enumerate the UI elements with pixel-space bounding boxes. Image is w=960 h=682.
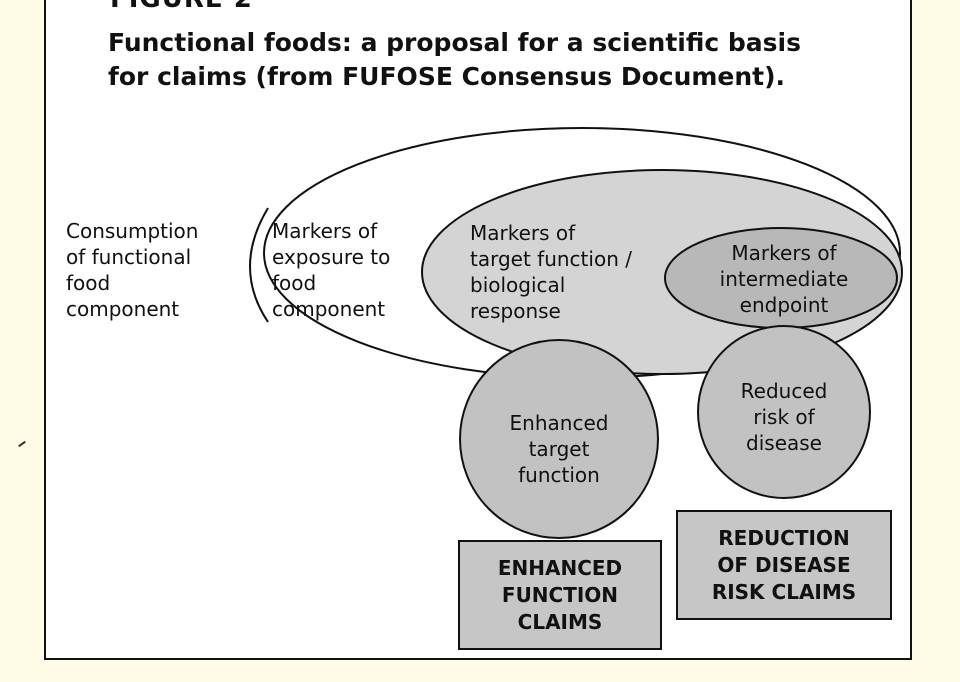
reduction-disease-risk-claims-box: REDUCTION OF DISEASE RISK CLAIMS xyxy=(676,510,892,620)
enhanced-line: Enhanced xyxy=(509,411,609,435)
enhanced-function-claims-box: ENHANCED FUNCTION CLAIMS xyxy=(458,540,662,650)
intermediate-line: intermediate xyxy=(719,267,849,291)
enhanced-line: function xyxy=(518,463,600,487)
target-line: Markers of xyxy=(470,221,576,245)
figure-title: Functional foods: a proposal for a scien… xyxy=(108,26,908,94)
enhanced-claims-line: ENHANCED xyxy=(497,555,623,580)
intermediate-line: endpoint xyxy=(739,293,829,317)
target-line: biological xyxy=(470,273,566,297)
intermediate-endpoint-label: Markers of intermediate endpoint xyxy=(696,240,872,318)
consumption-line: component xyxy=(66,297,180,321)
title-line-2: for claims (from FUFOSE Consensus Docume… xyxy=(108,62,786,91)
target-line: response xyxy=(470,299,561,323)
reduction-claims-line: OF DISEASE xyxy=(717,552,851,577)
exposure-line: component xyxy=(272,297,386,321)
exposure-line: food xyxy=(272,271,317,295)
exposure-label: Markers of exposure to food component xyxy=(272,218,390,322)
consumption-line: of functional xyxy=(66,245,192,269)
exposure-line: exposure to xyxy=(272,245,391,269)
consumption-label: Consumption of functional food component xyxy=(66,218,198,322)
intermediate-line: Markers of xyxy=(731,241,837,265)
figure-label: FIGURE 2 xyxy=(110,0,253,14)
target-line: target function / xyxy=(470,247,632,271)
exposure-line: Markers of xyxy=(272,219,378,243)
reduced-line: risk of xyxy=(753,405,815,429)
enhanced-function-label: Enhanced target function xyxy=(480,410,638,488)
enhanced-claims-line: CLAIMS xyxy=(517,609,603,634)
reduced-line: disease xyxy=(746,431,822,455)
reduction-claims-line: RISK CLAIMS xyxy=(711,579,857,604)
separator-arc xyxy=(249,207,269,323)
reduced-line: Reduced xyxy=(740,379,828,403)
enhanced-claims-line: FUNCTION xyxy=(501,582,619,607)
target-function-label: Markers of target function / biological … xyxy=(470,220,632,324)
enhanced-line: target xyxy=(528,437,590,461)
consumption-line: food xyxy=(66,271,111,295)
reduced-risk-label: Reduced risk of disease xyxy=(704,378,864,456)
consumption-line: Consumption xyxy=(66,219,199,243)
reduction-claims-line: REDUCTION xyxy=(718,525,850,550)
title-line-1: Functional foods: a proposal for a scien… xyxy=(108,28,802,57)
reduced-risk-circle xyxy=(697,325,871,499)
enhanced-function-circle xyxy=(459,339,659,539)
